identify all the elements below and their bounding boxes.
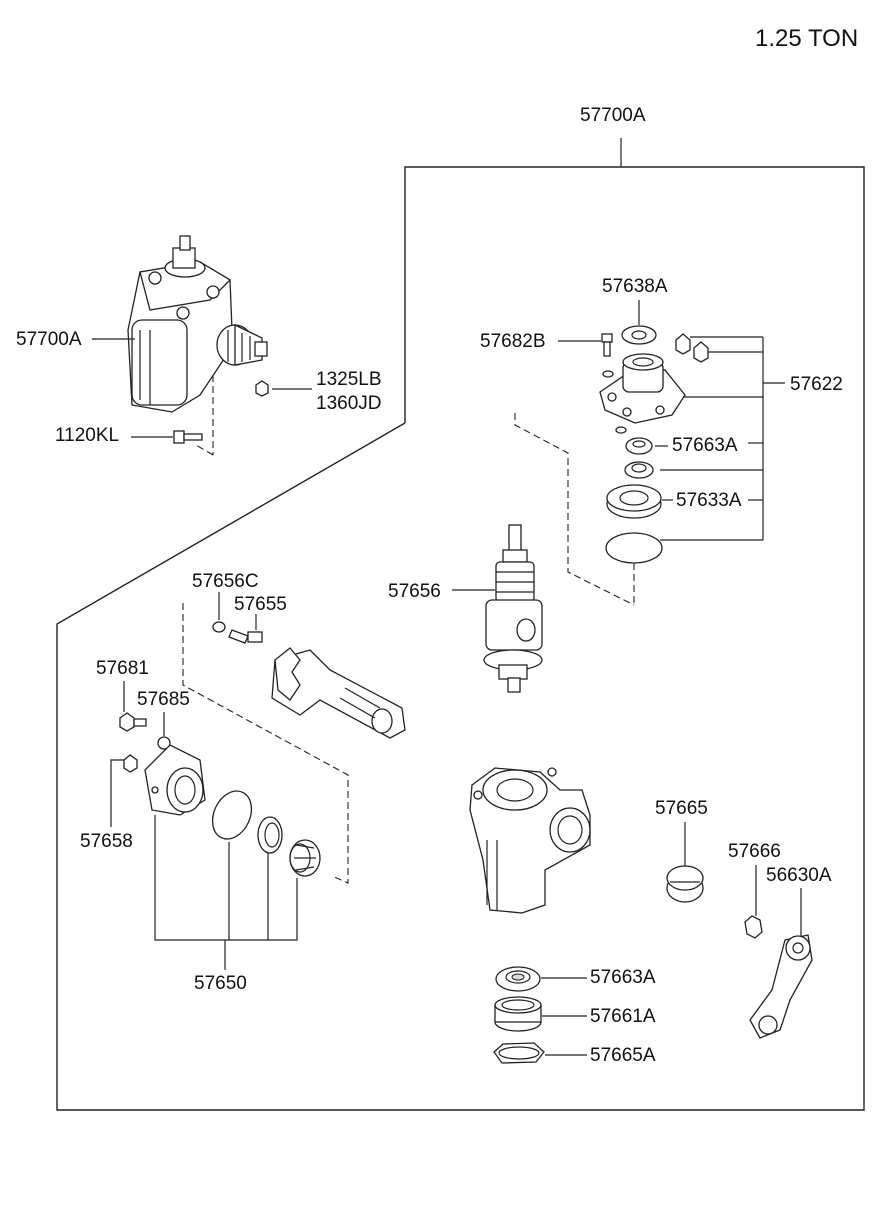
nut-57666[interactable]: [744, 915, 763, 939]
steering-gear-assembly-57700A[interactable]: [127, 235, 268, 413]
part-label-57682B[interactable]: 57682B: [480, 331, 546, 352]
part-label-57622[interactable]: 57622: [790, 374, 843, 395]
part-label-57658[interactable]: 57658: [80, 831, 133, 852]
part-label-57681[interactable]: 57681: [96, 658, 149, 679]
part-label-57661A[interactable]: 57661A: [590, 1006, 656, 1027]
bearing-57633A[interactable]: [606, 484, 662, 519]
nut-57658[interactable]: [123, 754, 138, 773]
part-label-56630A[interactable]: 56630A: [766, 865, 832, 886]
side-cover-57650[interactable]: [144, 744, 206, 816]
race-57661A[interactable]: [494, 996, 542, 1032]
part-label-57650[interactable]: 57650: [194, 973, 247, 994]
o-ring-57622[interactable]: [605, 532, 663, 564]
bearing-57663A-lower[interactable]: [495, 966, 541, 992]
washer-57685[interactable]: [157, 736, 171, 750]
part-label-57666[interactable]: 57666: [728, 841, 781, 862]
washer-57656C[interactable]: [212, 621, 226, 633]
page-title: 1.25 TON: [755, 25, 859, 52]
gear-housing[interactable]: [469, 767, 591, 914]
part-label-57685[interactable]: 57685: [137, 689, 190, 710]
input-shaft-57656[interactable]: [483, 524, 543, 693]
part-label-57700A-left[interactable]: 57700A: [16, 329, 82, 350]
washer-57638A[interactable]: [621, 325, 657, 345]
sector-shaft[interactable]: [271, 647, 406, 739]
seal-57663A-upper[interactable]: [625, 437, 653, 455]
part-label-57656[interactable]: 57656: [388, 581, 441, 602]
bolt-1120KL[interactable]: [173, 430, 203, 444]
snap-ring-57665A[interactable]: [493, 1042, 545, 1064]
assembly-frame: [56, 166, 865, 1111]
part-label-57700A-top[interactable]: 57700A: [580, 105, 646, 126]
part-label-57656C[interactable]: 57656C: [192, 571, 259, 592]
part-label-57638A[interactable]: 57638A: [602, 276, 668, 297]
part-label-1360JD[interactable]: 1360JD: [316, 393, 382, 414]
part-label-1325LB[interactable]: 1325LB: [316, 369, 382, 390]
valve-housing-57622[interactable]: [599, 353, 686, 434]
ring-57663A[interactable]: [624, 461, 654, 479]
part-label-1120KL[interactable]: 1120KL: [55, 425, 120, 446]
o-ring-57650[interactable]: [205, 785, 259, 846]
part-label-57663A-upper[interactable]: 57663A: [672, 435, 738, 456]
bolt-57682B[interactable]: [601, 333, 613, 357]
part-label-57665A[interactable]: 57665A: [590, 1045, 656, 1066]
nut-1325LB[interactable]: [255, 380, 269, 397]
seal-57650[interactable]: [257, 816, 283, 854]
pitman-arm-56630A[interactable]: [749, 934, 813, 1039]
bolt-57655[interactable]: [228, 629, 263, 644]
bolt-57681[interactable]: [119, 712, 147, 732]
part-label-57665[interactable]: 57665: [655, 798, 708, 819]
bushing-57665[interactable]: [666, 865, 704, 903]
fitting-57622[interactable]: [675, 333, 709, 363]
part-label-57655[interactable]: 57655: [234, 594, 287, 615]
part-label-57633A[interactable]: 57633A: [676, 490, 742, 511]
part-label-57663A-lower[interactable]: 57663A: [590, 967, 656, 988]
needle-bearing-57650[interactable]: [289, 839, 321, 877]
